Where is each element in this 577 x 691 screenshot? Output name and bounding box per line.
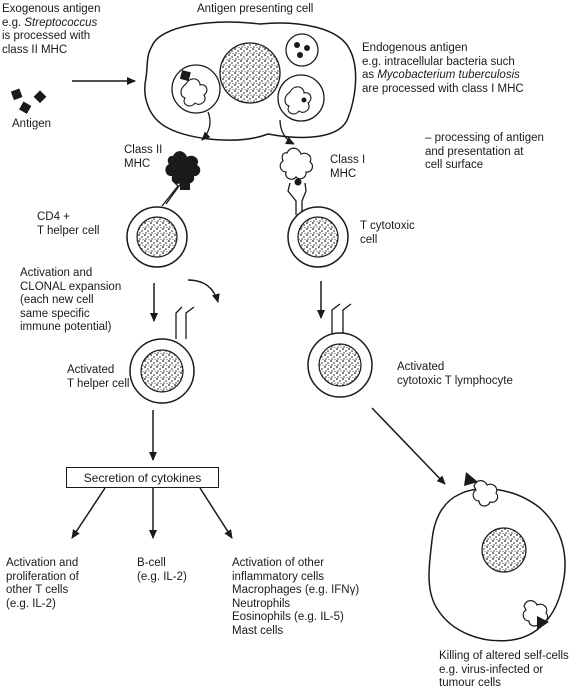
cd4-t-helper-label: CD4 + T helper cell	[37, 211, 100, 237]
activated-t-helper-cell	[129, 338, 195, 404]
class2-curved-arrow	[201, 111, 211, 141]
clonal-expansion-label: Activation and CLONAL expansion (each ne…	[20, 267, 122, 333]
antigen-presenting-cell	[144, 21, 357, 141]
cytokines-box: Secretion of cytokines	[66, 467, 219, 488]
activated-t-helper-label: Activated T helper cell	[67, 364, 130, 390]
b-cell-label: B-cell (e.g. IL-2)	[137, 557, 187, 583]
to-tcells-arrow	[71, 487, 106, 539]
inflammatory-cells-label: Activation of other inflammatory cells M…	[232, 557, 360, 637]
class1-curved-arrow	[279, 119, 295, 145]
t-cytotoxic-cell	[287, 206, 349, 268]
activated-ctl-cell	[307, 332, 373, 398]
apc-label: Antigen presenting cell	[197, 3, 314, 15]
antigen-label: Antigen	[12, 118, 52, 130]
t-cytotoxic-label: T cytotoxic cell	[360, 220, 415, 246]
processing-note: – processing of antigen and presentation…	[425, 132, 544, 171]
t-cell-proliferation-label: Activation and proliferation of other T …	[6, 557, 79, 610]
killing-arrow	[371, 407, 446, 485]
to-inflammatory-arrow	[199, 487, 233, 539]
class2-mhc-molecule	[161, 151, 201, 207]
class2-mhc-label: Class II MHC	[124, 144, 163, 170]
endogenous-antigen-label: Endogenous antigen e.g. intracellular ba…	[362, 42, 524, 95]
t-helper-cell	[126, 206, 188, 268]
killing-label: Killing of altered self-cells e.g. virus…	[439, 650, 569, 689]
activated-ctl-label: Activated cytotoxic T lymphocyte	[397, 361, 513, 387]
clonal-branch-arrow	[187, 279, 220, 303]
antigen-particles	[10, 88, 47, 114]
class1-mhc-molecule	[279, 147, 314, 215]
target-cell	[428, 472, 566, 642]
class1-mhc-label: Class I MHC	[330, 154, 366, 180]
exogenous-antigen-label: Exogenous antigen e.g. Streptococcus is …	[2, 3, 101, 56]
